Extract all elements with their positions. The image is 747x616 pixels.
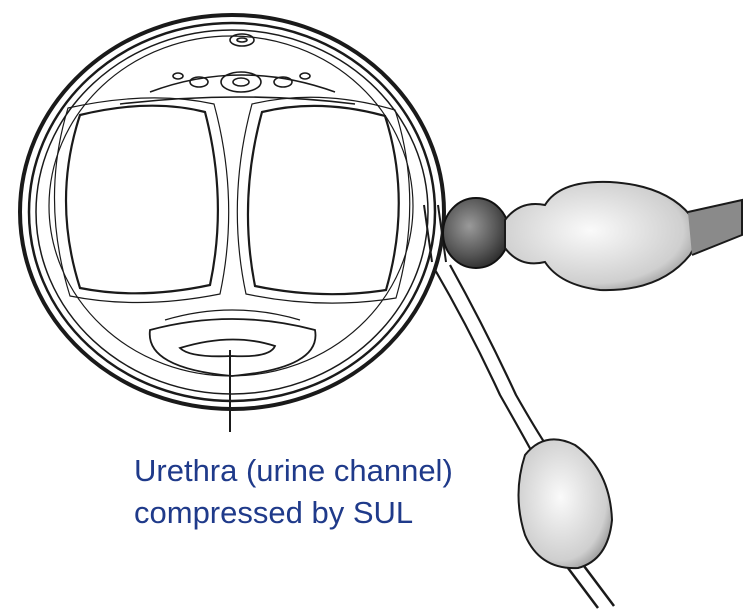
- sul-nodule: [443, 198, 509, 268]
- caption-line-2: compressed by SUL: [134, 492, 453, 534]
- right-lesion: [505, 182, 742, 290]
- corpus-cavernosum-right: [237, 97, 409, 303]
- caption-line-1: Urethra (urine channel): [134, 450, 453, 492]
- urethra-caption: Urethra (urine channel) compressed by SU…: [134, 450, 453, 534]
- outer-skin-rings: [20, 15, 444, 409]
- urethra-compressed: [180, 339, 275, 356]
- corpus-cavernosum-left: [54, 98, 228, 303]
- lower-lesion: [434, 265, 614, 608]
